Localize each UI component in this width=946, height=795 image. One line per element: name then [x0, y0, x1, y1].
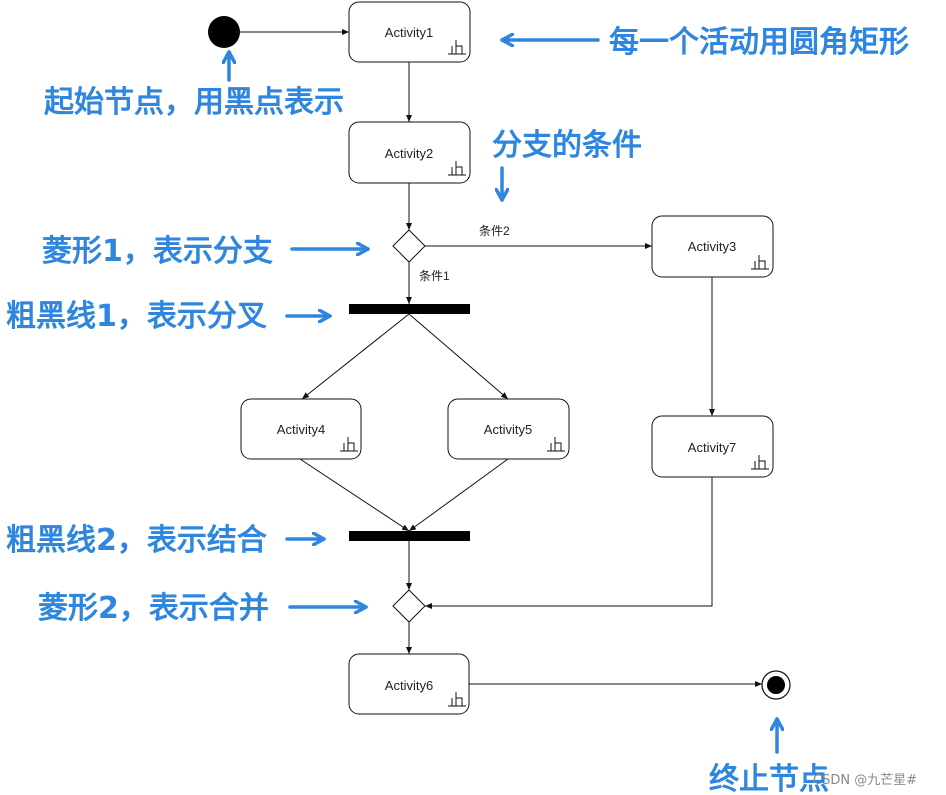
activity-3[interactable]: Activity3 [651, 215, 774, 278]
activity-2[interactable]: Activity2 [348, 121, 471, 184]
edge-activity4-to-join [299, 458, 410, 532]
annotation-fork-bar: 粗黑线1，表示分叉 [6, 299, 267, 334]
edge-activity5-to-join [408, 458, 509, 532]
initial-node[interactable] [208, 16, 240, 48]
fork-bar[interactable] [349, 304, 470, 314]
activity-6[interactable]: Activity6 [348, 653, 470, 715]
activity-6-label: Activity6 [385, 678, 433, 693]
subactivity-icon [547, 437, 565, 452]
activity-7-label: Activity7 [688, 440, 736, 455]
decision-diamond-1[interactable] [392, 229, 426, 263]
annotation-end-node: 终止节点 [709, 762, 829, 795]
annotation-start-node: 起始节点，用黑点表示 [44, 85, 344, 120]
annotation-join-bar: 粗黑线2，表示结合 [6, 523, 267, 558]
subactivity-icon [448, 40, 466, 55]
subactivity-icon [751, 455, 769, 470]
annotation-branch-condition: 分支的条件 [492, 128, 642, 163]
activity-7[interactable]: Activity7 [651, 415, 774, 478]
merge-diamond-2[interactable] [392, 589, 426, 623]
activity-1[interactable]: Activity1 [348, 1, 471, 63]
activity-5-label: Activity5 [484, 422, 532, 437]
join-bar[interactable] [349, 531, 470, 541]
subactivity-icon [751, 255, 769, 270]
watermark: CSDN @九芒星# [813, 772, 917, 788]
activity-2-label: Activity2 [385, 146, 433, 161]
guard-condition-1: 条件1 [419, 269, 450, 283]
activity-4-label: Activity4 [277, 422, 325, 437]
activity-4[interactable]: Activity4 [240, 398, 362, 460]
annotation-diamond2: 菱形2，表示合并 [38, 591, 269, 626]
activity-3-label: Activity3 [688, 239, 736, 254]
subactivity-icon [448, 692, 466, 707]
annotation-arrows [229, 40, 777, 754]
activity-5[interactable]: Activity5 [447, 398, 570, 460]
edge-activity7-to-diamond2 [425, 477, 713, 609]
annotation-rounded-rect: 每一个活动用圆角矩形 [609, 25, 909, 60]
final-node[interactable] [761, 670, 791, 700]
guard-condition-2: 条件2 [479, 224, 510, 238]
edge-fork-to-activity4 [301, 313, 410, 400]
flow-edges [240, 29, 762, 687]
subactivity-icon [340, 437, 358, 452]
activity-1-label: Activity1 [385, 25, 433, 40]
edge-fork-to-activity5 [408, 313, 509, 400]
subactivity-icon [448, 161, 466, 176]
annotation-diamond1: 菱形1，表示分支 [42, 234, 273, 269]
